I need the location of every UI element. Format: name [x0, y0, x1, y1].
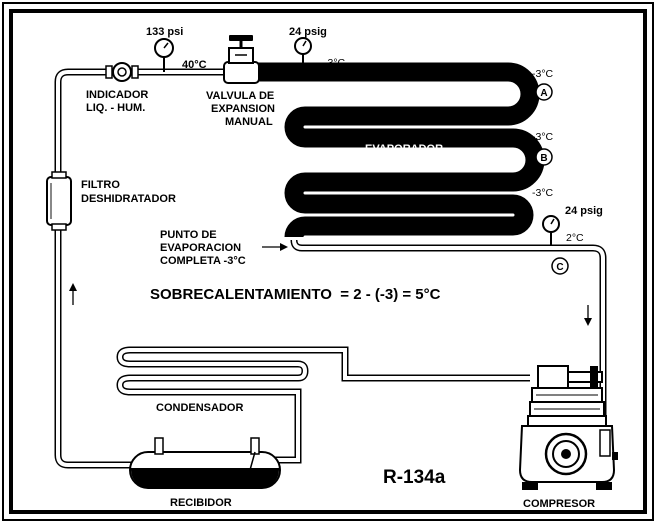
- liquid-line: [54, 68, 225, 469]
- evap-point-label-line1: PUNTO DE: [160, 229, 217, 241]
- refrigerant-label: R-134a: [383, 467, 446, 488]
- receiver-tank: [129, 437, 281, 489]
- valve-label-line1: VALVULA DE: [206, 90, 274, 102]
- inlet-temp-reading: -3°C: [324, 57, 346, 69]
- evaporator-inlet-gauge: [294, 37, 312, 66]
- valve-label-line3: MANUAL: [225, 116, 273, 128]
- condenser-coil: [116, 346, 530, 464]
- evap-point-arrow: [262, 243, 288, 251]
- point-a-marker: A: [535, 83, 553, 101]
- evaporator-coil: [246, 62, 545, 239]
- inner-frame: [9, 9, 647, 514]
- outlet-temp-reading: 2°C: [566, 232, 584, 244]
- evap-point-label-line2: EVAPORACION: [160, 242, 241, 254]
- filter-label-line2: DESHIDRATADOR: [81, 193, 176, 205]
- sight-glass-indicator: [105, 62, 139, 82]
- suction-line: [290, 239, 607, 440]
- svg-text:B: B: [540, 153, 547, 164]
- valve-label-line2: EXPANSION: [211, 103, 275, 115]
- high-temp-reading: 40°C: [182, 59, 207, 71]
- flow-arrow-up: [69, 283, 77, 305]
- expansion-valve: [223, 35, 260, 84]
- indicator-label-line1: INDICADOR: [86, 89, 148, 101]
- evaporator-label: EVAPORADOR: [365, 143, 443, 155]
- high-pressure-reading: 133 psi: [146, 26, 183, 38]
- loop-temp-b: -3°C: [532, 131, 554, 143]
- filter-label-line1: FILTRO: [81, 179, 120, 191]
- loop-temp-a: -3°C: [532, 68, 554, 80]
- superheat-equation: SOBRECALENTAMIENTO = 2 - (-3) = 5°C: [150, 286, 441, 303]
- point-c-marker: C: [551, 257, 569, 275]
- svg-text:A: A: [540, 88, 547, 99]
- compressor: [518, 365, 618, 490]
- indicator-label-line2: LIQ. - HUM.: [86, 102, 145, 114]
- inlet-pressure-reading: 24 psig: [289, 26, 327, 38]
- suction-outlet-gauge: [542, 215, 560, 246]
- outlet-pressure-reading: 24 psig: [565, 205, 603, 217]
- receiver-label: RECIBIDOR: [170, 497, 232, 509]
- condenser-label: CONDENSADOR: [156, 402, 243, 414]
- loop-temp-c: -3°C: [532, 187, 554, 199]
- svg-text:C: C: [556, 262, 563, 273]
- evap-point-label-line3: COMPLETA -3°C: [160, 255, 246, 267]
- compressor-label: COMPRESOR: [523, 498, 595, 510]
- flow-arrow-down: [584, 305, 592, 326]
- filter-dehydrator: [46, 171, 72, 231]
- high-pressure-gauge: [154, 38, 174, 72]
- point-b-marker: B: [535, 148, 553, 166]
